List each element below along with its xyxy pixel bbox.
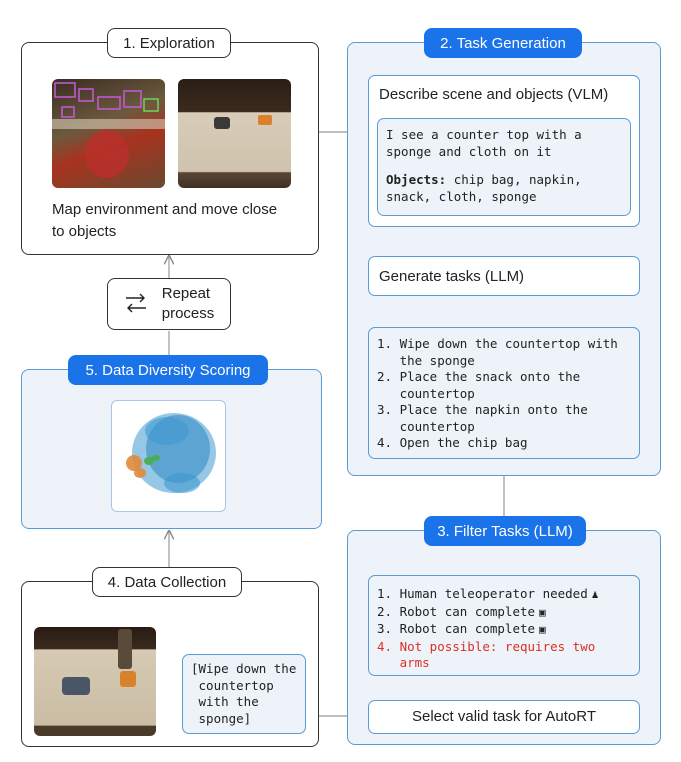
diversity-panel [21, 369, 322, 529]
countertop-photo [178, 79, 291, 188]
filter-results-list: 1. Human teleoperator needed♟ 2. Robot c… [368, 575, 640, 676]
description-line-1: I see a counter top with a [386, 127, 582, 142]
selected-task-text: [Wipe down the countertop with the spong… [182, 654, 306, 734]
collection-panel: [Wipe down the countertop with the spong… [21, 581, 319, 747]
describe-scene-card: Describe scene and objects (VLM) I see a… [368, 75, 640, 227]
exploration-panel: Map environment and move close to object… [21, 42, 319, 255]
scene-description-box: I see a counter top with a sponge and cl… [377, 118, 631, 216]
detection-boxes [52, 82, 165, 178]
filter-item: 1. Human teleoperator needed♟ [377, 586, 631, 604]
objects-label: Objects: [386, 172, 447, 187]
repeat-icon [124, 291, 148, 317]
filter-label: 3. Filter Tasks (LLM) [424, 516, 586, 546]
generate-tasks-card: Generate tasks (LLM) [368, 256, 640, 296]
task-item: 4. Open the chip bag [377, 435, 528, 450]
exploration-scene-photo [52, 79, 165, 188]
objects-line-2: snack, cloth, sponge [386, 188, 537, 204]
rejected-task-item: 4. Not possible: requires two arms [377, 638, 596, 671]
task-item: 3. Place the napkin onto the countertop [377, 402, 588, 434]
select-valid-task-card: Select valid task for AutoRT [368, 700, 640, 734]
exploration-label: 1. Exploration [107, 28, 231, 58]
scatter-points [126, 413, 216, 493]
person-icon: ♟ [591, 588, 599, 601]
exploration-caption: Map environment and move close to object… [52, 201, 278, 240]
diversity-label: 5. Data Diversity Scoring [68, 355, 268, 385]
filter-item: 2. Robot can complete▣ [377, 604, 631, 622]
task-generation-panel: Describe scene and objects (VLM) I see a… [347, 42, 661, 476]
filter-panel: 1. Human teleoperator needed♟ 2. Robot c… [347, 530, 661, 745]
repeat-label-1: Repeat [161, 285, 211, 302]
repeat-process-button: Repeat process [107, 278, 231, 330]
filter-item: 3. Robot can complete▣ [377, 621, 631, 639]
generated-tasks-list: 1. Wipe down the countertop with the spo… [368, 327, 640, 459]
describe-scene-title: Describe scene and objects (VLM) [379, 86, 609, 103]
repeat-label-2: process [161, 305, 215, 322]
task-item: 1. Wipe down the countertop with the spo… [377, 336, 618, 368]
robot-icon: ▣ [539, 623, 546, 636]
robot-icon: ▣ [539, 605, 546, 619]
task-item: 2. Place the snack onto the countertop [377, 369, 581, 401]
description-line-2: sponge and cloth on it [386, 143, 552, 159]
collection-label: 4. Data Collection [92, 567, 242, 597]
robot-wiping-photo [34, 627, 156, 736]
objects-line-1: chip bag, napkin, [446, 172, 582, 187]
embedding-scatter-plot [111, 400, 226, 512]
task-generation-label: 2. Task Generation [424, 28, 582, 58]
